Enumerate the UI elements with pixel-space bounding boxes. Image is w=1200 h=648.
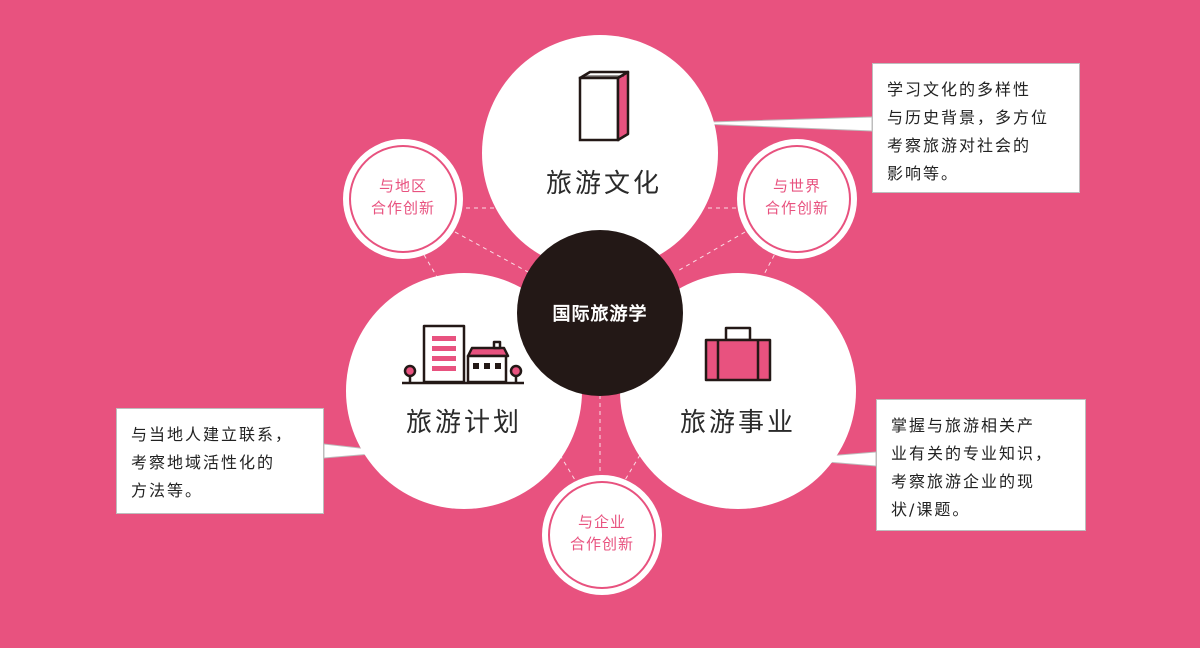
connector-region-center xyxy=(454,231,529,273)
node-business-label: 旅游事业 xyxy=(680,408,796,438)
callout-culture-line1: 学习文化的多样性 xyxy=(887,80,1032,99)
callout-planning-line1: 与当地人建立联系， xyxy=(131,425,294,444)
small-node-enterprise-line2: 合作创新 xyxy=(570,535,634,553)
small-node-region-line1: 与地区 xyxy=(379,177,427,195)
callout-business-line1: 掌握与旅游相关产 xyxy=(891,416,1036,435)
center-node: 国际旅游学 xyxy=(517,230,683,396)
callout-culture-line3: 考察旅游对社会的 xyxy=(887,136,1032,155)
suitcase-icon xyxy=(704,326,772,382)
center-node-label: 国际旅游学 xyxy=(553,303,648,325)
small-node-enterprise-line1: 与企业 xyxy=(578,513,626,531)
small-node-world-line1: 与世界 xyxy=(773,177,821,195)
callout-planning-line2: 考察地域活性化的 xyxy=(131,453,276,472)
town-buildings-icon xyxy=(402,324,524,385)
book-icon xyxy=(578,70,630,142)
callout-business-line4: 状/课题。 xyxy=(891,500,971,519)
callout-planning: 与当地人建立联系， 考察地域活性化的 方法等。 xyxy=(116,408,324,514)
small-node-enterprise: 与企业 合作创新 xyxy=(542,475,662,595)
callout-planning-line3: 方法等。 xyxy=(131,481,204,500)
small-node-region-line2: 合作创新 xyxy=(371,199,435,217)
small-node-world: 与世界 合作创新 xyxy=(737,139,857,259)
callout-culture-line2: 与历史背景，多方位 xyxy=(887,108,1050,127)
node-culture-label: 旅游文化 xyxy=(546,169,662,199)
callout-business: 掌握与旅游相关产 业有关的专业知识， 考察旅游企业的现 状/课题。 xyxy=(876,399,1086,531)
callout-business-line2: 业有关的专业知识， xyxy=(891,444,1054,463)
connector-world-center xyxy=(675,231,746,273)
node-planning-label: 旅游计划 xyxy=(406,408,522,438)
callout-pointer-planning xyxy=(323,443,396,459)
callout-culture-line4: 影响等。 xyxy=(887,164,960,183)
connector-enterprise-business xyxy=(621,454,641,486)
callout-business-line3: 考察旅游企业的现 xyxy=(891,472,1036,491)
small-node-world-line2: 合作创新 xyxy=(765,199,829,217)
node-culture: 旅游文化 xyxy=(482,35,718,271)
connector-enterprise-planning xyxy=(559,454,579,486)
small-node-region: 与地区 合作创新 xyxy=(343,139,463,259)
callout-culture: 学习文化的多样性 与历史背景，多方位 考察旅游对社会的 影响等。 xyxy=(872,63,1080,193)
